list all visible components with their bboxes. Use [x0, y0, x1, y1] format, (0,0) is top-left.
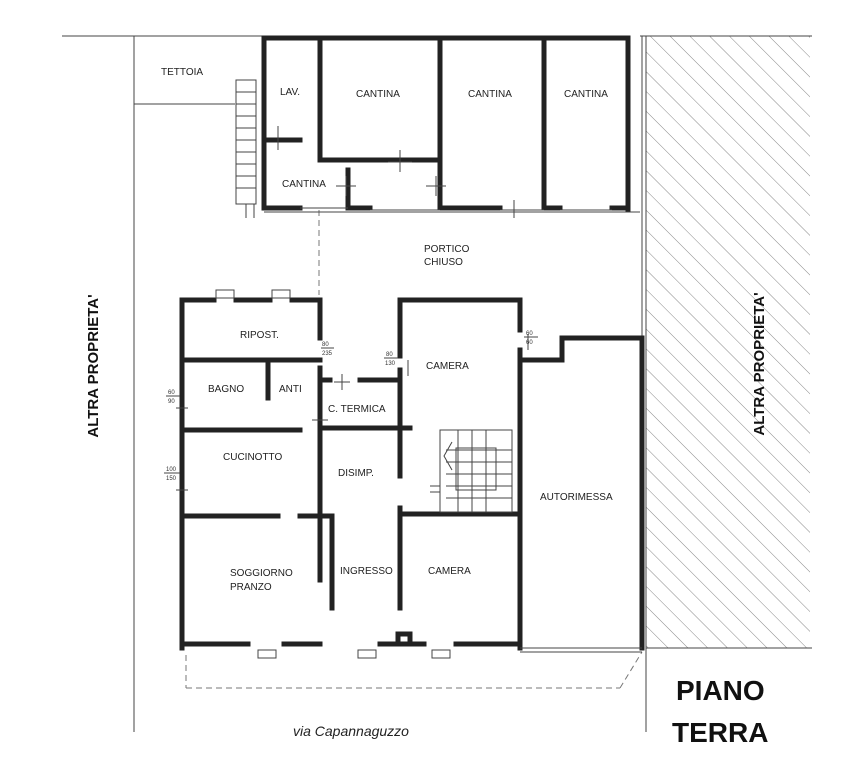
outdoor-stairs [235, 79, 257, 205]
floor-label-line1: PIANO [676, 675, 765, 706]
room-label-pranzo: PRANZO [230, 582, 272, 593]
dim-bagno-top: 60 [168, 390, 175, 396]
dim-garage-bottom: 60 [526, 340, 533, 346]
room-label-bagno: BAGNO [208, 384, 244, 395]
garage-walls [517, 335, 645, 653]
room-label-lav: LAV. [280, 87, 300, 98]
room-label-cucinotto: CUCINOTTO [223, 452, 282, 463]
neighbour-label-right: ALTRA PROPRIETA' [751, 292, 768, 435]
window-marks [176, 289, 529, 659]
room-label-camera-1: CAMERA [426, 361, 469, 372]
upper-door-marks [245, 126, 515, 218]
portico-dashed-outline [185, 210, 643, 689]
room-label-soggiorno: SOGGIORNO [230, 568, 293, 579]
room-label-c-termica: C. TERMICA [328, 404, 386, 415]
dim-ripost-bottom: 235 [322, 351, 333, 357]
room-label-disimp: DISIMP. [338, 468, 374, 479]
main-house-walls [179, 297, 523, 651]
room-label-chiuso: CHIUSO [424, 257, 463, 268]
dim-camera-bottom: 130 [385, 361, 396, 367]
floor-label-line2: TERRA [672, 717, 768, 748]
room-label-tettoia: TETTOIA [161, 67, 203, 78]
street-label: via Capannaguzzo [293, 723, 409, 739]
dim-garage-top: 60 [526, 331, 533, 337]
room-label-cantina-2: CANTINA [468, 89, 512, 100]
room-label-portico: PORTICO [424, 244, 470, 255]
room-labels: TETTOIA LAV. CANTINA CANTINA CANTINA CAN… [161, 67, 613, 593]
room-label-autorimessa: AUTORIMESSA [540, 492, 613, 503]
room-label-anti: ANTI [279, 384, 302, 395]
room-label-cantina-3: CANTINA [564, 89, 608, 100]
room-label-cantina-4: CANTINA [282, 179, 326, 190]
room-label-ripost: RIPOST. [240, 330, 279, 341]
room-label-ingresso: INGRESSO [340, 566, 393, 577]
dim-ripost-top: 80 [322, 342, 329, 348]
room-label-cantina-1: CANTINA [356, 89, 400, 100]
neighbour-label-left: ALTRA PROPRIETA' [85, 294, 102, 437]
dim-cucinotto-top: 100 [166, 467, 177, 473]
dim-cucinotto-bottom: 150 [166, 476, 177, 482]
neighbour-hatch-area [646, 36, 810, 648]
dimension-labels: 80 235 80 130 60 60 60 90 100 150 [164, 331, 538, 482]
upper-block-walls [261, 35, 640, 213]
internal-stairs [430, 429, 513, 513]
dim-bagno-bottom: 90 [168, 399, 175, 405]
dim-camera-top: 80 [386, 352, 393, 358]
room-label-camera-2: CAMERA [428, 566, 471, 577]
